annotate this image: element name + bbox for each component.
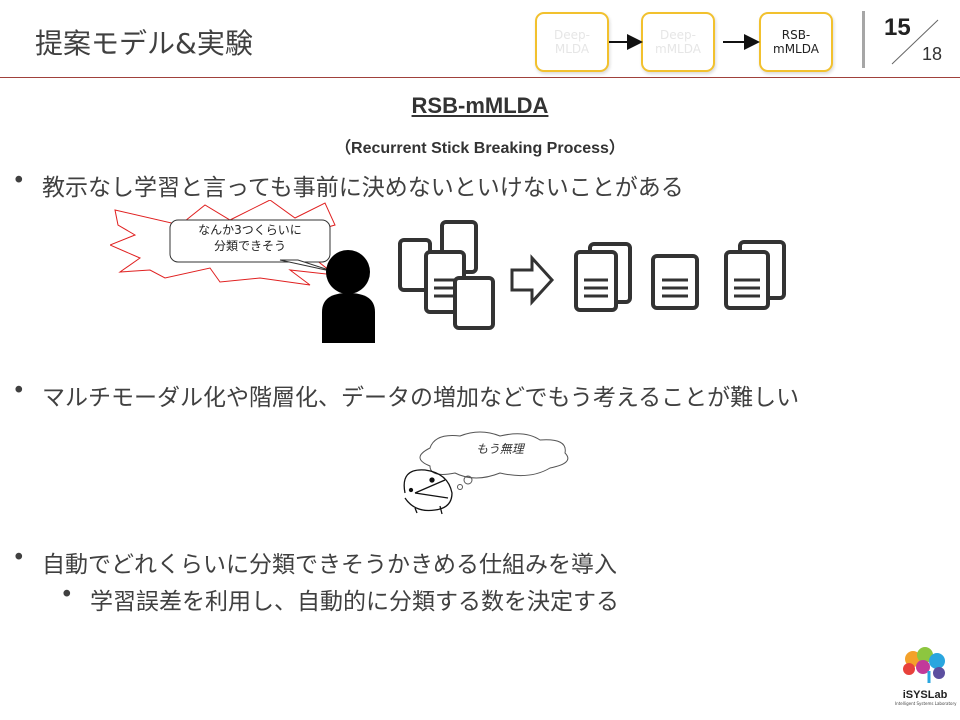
brain-gears-icon (903, 647, 945, 683)
face-icon (403, 469, 453, 515)
thought-cloud (419, 431, 569, 479)
arrow-right-icon (510, 254, 555, 306)
speech-box (169, 219, 331, 263)
clustering-illustration (110, 200, 786, 343)
bullet-2: マルチモーダル化や階層化、データの増加などでもう考えることが難しい (12, 378, 799, 412)
speech-text: なんか3つくらいに 分類できそう (198, 223, 302, 253)
flow-step-deep-mlda: Deep- MLDA (535, 12, 609, 72)
bullet-1: 教示なし学習と言っても事前に決めないといけないことがある (12, 168, 684, 202)
logo-tagline: Intelligent Systems Laboratory (895, 701, 957, 706)
document-group-icon (574, 240, 786, 312)
overwhelmed-illustration (403, 431, 569, 515)
page-total: 18 (922, 44, 943, 64)
section-heading: RSB-mMLDA (411, 93, 549, 118)
slide-title: 提案モデル&実験 (35, 27, 253, 60)
thought-text: もう無理 (476, 442, 524, 456)
flow-step-deep-mmlda: Deep- mMLDA (641, 12, 715, 72)
isyslab-logo: iSYSLab Intelligent Systems Laboratory (895, 645, 957, 715)
page-slash (891, 19, 939, 65)
flow-step-rsb-mmlda: RSB- mMLDA (759, 12, 833, 72)
section-subtitle: （Recurrent Stick Breaking Process） (335, 140, 625, 157)
flow-arrows (609, 34, 760, 50)
person-icon (322, 250, 375, 343)
header-separator (862, 11, 865, 68)
title-divider (0, 77, 960, 78)
page-number: 15 (884, 14, 911, 41)
document-stack-icon (398, 220, 495, 330)
sub-bullet-1: 学習誤差を利用し、自動的に分類する数を決定する (60, 582, 619, 616)
logo-name: iSYSLab (902, 689, 948, 701)
bullet-3: 自動でどれくらいに分類できそうかきめる仕組みを導入 (12, 545, 617, 579)
